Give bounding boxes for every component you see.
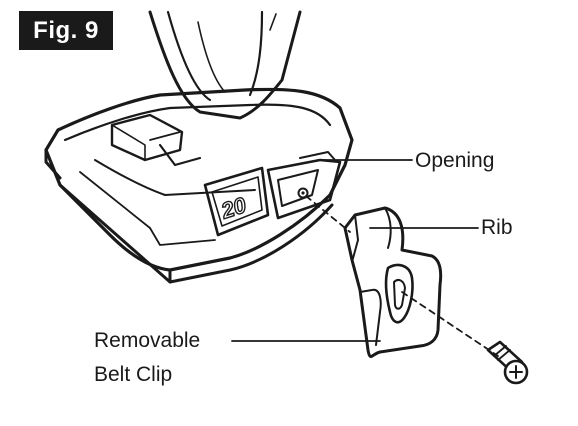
screw-icon [486,340,529,385]
drill-handle-illustration [148,10,302,120]
belt-clip-label: Belt Clip [94,363,173,386]
dashed-guide-line [305,195,499,357]
callout-leaders [231,159,479,342]
drill-battery-base-illustration [44,87,354,284]
opening-label: Opening [415,149,495,172]
voltage-mark: 20 [217,192,250,224]
rib-label: Rib [481,216,513,239]
figure-label: Fig. 9 [19,11,113,50]
removable-label: Removable [94,329,201,352]
belt-clip-illustration [343,206,443,358]
